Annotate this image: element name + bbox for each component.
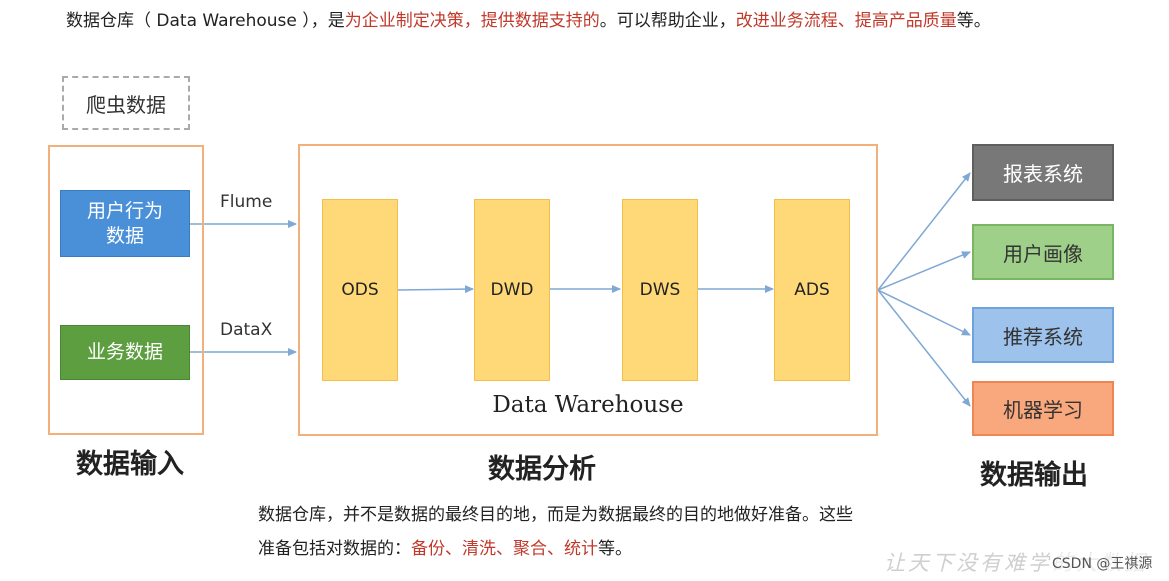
note-line-1: 数据仓库，并不是数据的最终目的地，而是为数据最终的目的地做好准备。这些 <box>258 505 853 525</box>
watermark-csdn: CSDN @王祺源 <box>1050 553 1155 573</box>
arrow-out-recommend <box>877 289 971 336</box>
crawler-data-node: 爬虫数据 <box>62 76 190 130</box>
data-output-label: 数据输出 <box>980 460 1088 491</box>
data-input-frame <box>48 145 204 435</box>
output-user-profile: 用户画像 <box>972 224 1114 280</box>
layer-dws: DWS <box>622 199 698 381</box>
arrow-ods-dwd <box>397 285 474 294</box>
intro-sentence: 数据仓库（ Data Warehouse ），是为企业制定决策，提供数据支持的。… <box>66 8 991 34</box>
intro-highlight-improve: 改进业务流程、提高产品质量 <box>735 11 957 31</box>
note-line-2-prefix: 准备包括对数据的： <box>258 539 411 559</box>
user-behavior-line-1: 用户行为 <box>86 199 163 222</box>
layer-ods: ODS <box>322 199 398 381</box>
data-analysis-label: 数据分析 <box>488 454 596 485</box>
flume-label: Flume <box>220 192 273 212</box>
note-line-2: 准备包括对数据的：备份、清洗、聚合、统计等。 <box>258 537 632 561</box>
business-data-node: 业务数据 <box>60 325 190 380</box>
datax-label: DataX <box>220 320 273 340</box>
data-warehouse-caption: Data Warehouse <box>492 392 684 418</box>
intro-part-3: 。可以帮助企业， <box>599 11 736 31</box>
output-machine-learning: 机器学习 <box>972 381 1114 436</box>
intro-part-5: 等。 <box>956 11 991 31</box>
user-behavior-data-node: 用户行为 数据 <box>60 190 190 257</box>
arrow-out-profile <box>877 251 971 291</box>
output-report-system: 报表系统 <box>972 144 1114 201</box>
note-line-2-highlight: 备份、清洗、聚合、统计 <box>411 539 598 559</box>
intro-highlight-decision: 为企业制定决策，提供数据支持的 <box>344 11 600 31</box>
layer-dwd: DWD <box>474 199 550 381</box>
intro-part-1: 数据仓库（ Data Warehouse ），是 <box>66 11 345 31</box>
note-line-2-suffix: 等。 <box>598 539 632 559</box>
arrow-out-ml <box>877 289 971 407</box>
layer-ads: ADS <box>774 199 850 381</box>
data-warehouse-frame <box>298 144 878 436</box>
output-recommendation-system: 推荐系统 <box>972 307 1114 363</box>
user-behavior-line-2: 数据 <box>105 224 144 247</box>
arrow-out-report <box>877 172 971 291</box>
data-input-label: 数据输入 <box>76 449 184 480</box>
